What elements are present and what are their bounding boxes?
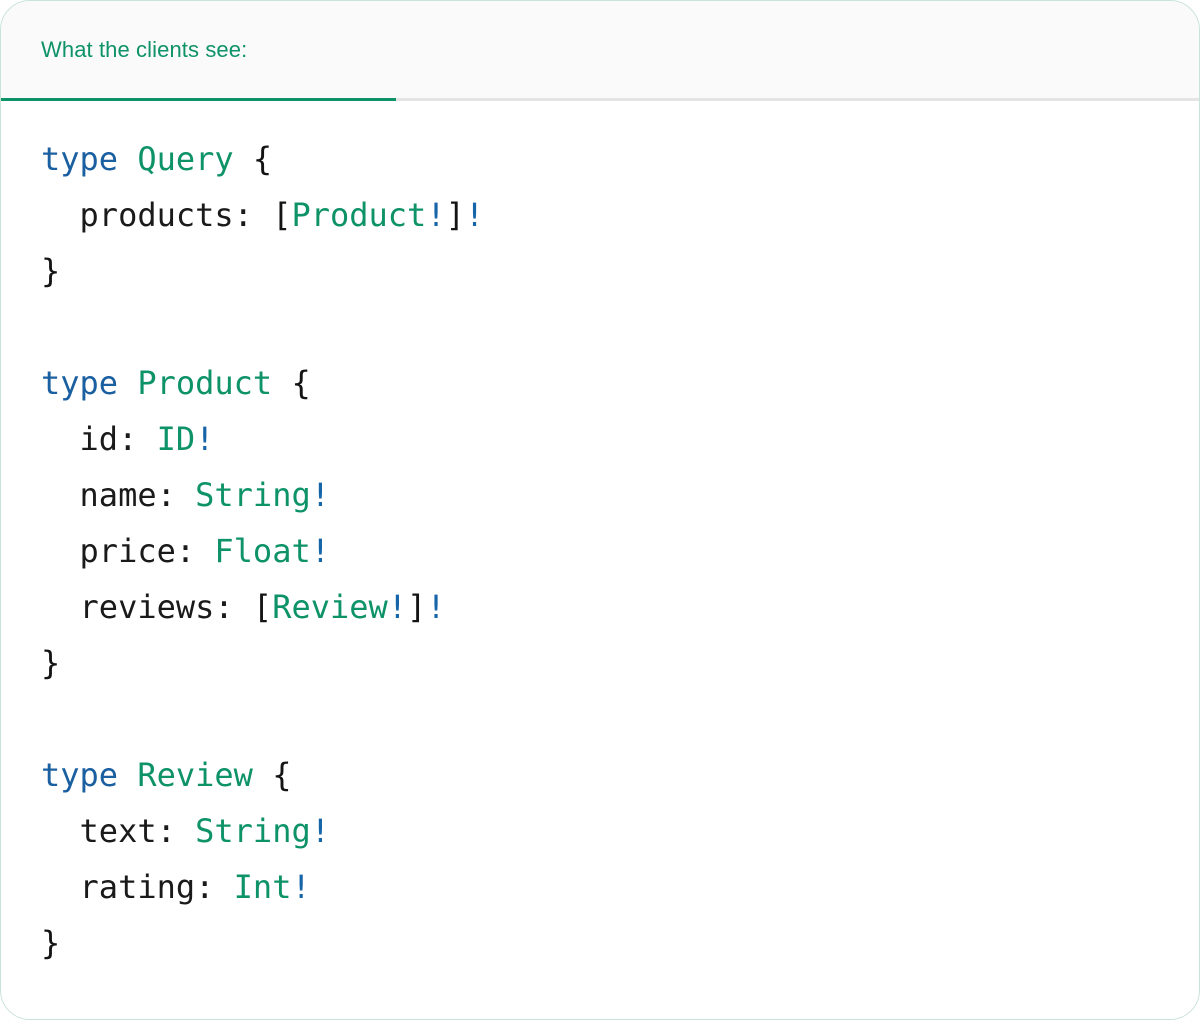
- code-token-bang: !: [387, 588, 408, 626]
- code-token-bang: !: [464, 196, 485, 234]
- code-token-bang: !: [310, 476, 330, 514]
- code-token-kw: type: [41, 140, 119, 178]
- code-token-punc: [: [252, 588, 273, 626]
- code-token-name: String: [195, 476, 311, 514]
- code-token-punc: ]: [407, 588, 427, 626]
- code-token-bang: !: [310, 532, 330, 570]
- code-token-punc: {: [233, 140, 273, 178]
- code-token-name: Review: [137, 756, 253, 794]
- code-token-name: Float: [214, 532, 311, 570]
- code-token-bang: !: [426, 588, 446, 626]
- code-line: type Query {: [41, 131, 1199, 187]
- code-line: price: Float!: [41, 523, 1199, 579]
- code-token-name: Query: [137, 140, 234, 178]
- code-token-punc: {: [252, 756, 292, 794]
- code-token-bang: !: [426, 196, 446, 234]
- code-line: products: [Product!]!: [41, 187, 1199, 243]
- code-line: [41, 299, 1199, 355]
- code-line: rating: Int!: [41, 859, 1199, 915]
- code-token-name: Int: [233, 868, 292, 906]
- code-token-name: Product: [137, 364, 273, 402]
- code-token-punc: }: [41, 924, 61, 962]
- code-token-field: id:: [41, 420, 157, 458]
- code-token-punc: [: [272, 196, 292, 234]
- code-token-field: text:: [41, 812, 196, 850]
- code-token-punc: [118, 364, 137, 402]
- code-line: name: String!: [41, 467, 1199, 523]
- code-token-punc: {: [272, 364, 311, 402]
- code-token-name: String: [195, 812, 311, 850]
- code-token-punc: [118, 140, 137, 178]
- code-token-name: Product: [291, 196, 427, 234]
- code-line: }: [41, 915, 1199, 971]
- code-token-punc: ]: [445, 196, 465, 234]
- code-token-punc: }: [41, 644, 61, 682]
- code-token-kw: type: [41, 364, 119, 402]
- code-token-punc: [118, 756, 137, 794]
- code-line: }: [41, 635, 1199, 691]
- code-token-bang: !: [195, 420, 215, 458]
- graphql-schema-code: type Query { products: [Product!]!} type…: [1, 101, 1199, 971]
- tab-label: What the clients see:: [41, 36, 248, 62]
- code-token-name: Review: [272, 588, 388, 626]
- code-line: }: [41, 243, 1199, 299]
- tab-what-the-clients-see[interactable]: What the clients see:: [1, 1, 396, 101]
- code-line: type Review {: [41, 747, 1199, 803]
- code-token-kw: type: [41, 756, 119, 794]
- code-line: type Product {: [41, 355, 1199, 411]
- tab-bar: What the clients see:: [1, 1, 1199, 101]
- code-token-field: reviews:: [41, 588, 253, 626]
- code-token-punc: }: [41, 252, 61, 290]
- code-line: id: ID!: [41, 411, 1199, 467]
- code-token-field: price:: [41, 532, 215, 570]
- code-panel: type Query { products: [Product!]!} type…: [1, 101, 1199, 1019]
- code-token-bang: !: [310, 812, 330, 850]
- code-line: reviews: [Review!]!: [41, 579, 1199, 635]
- code-line: text: String!: [41, 803, 1199, 859]
- code-token-bang: !: [291, 868, 311, 906]
- code-line: [41, 691, 1199, 747]
- code-token-name: ID: [156, 420, 196, 458]
- code-token-field: rating:: [41, 868, 234, 906]
- code-token-field: name:: [41, 476, 196, 514]
- code-token-field: products:: [41, 196, 273, 234]
